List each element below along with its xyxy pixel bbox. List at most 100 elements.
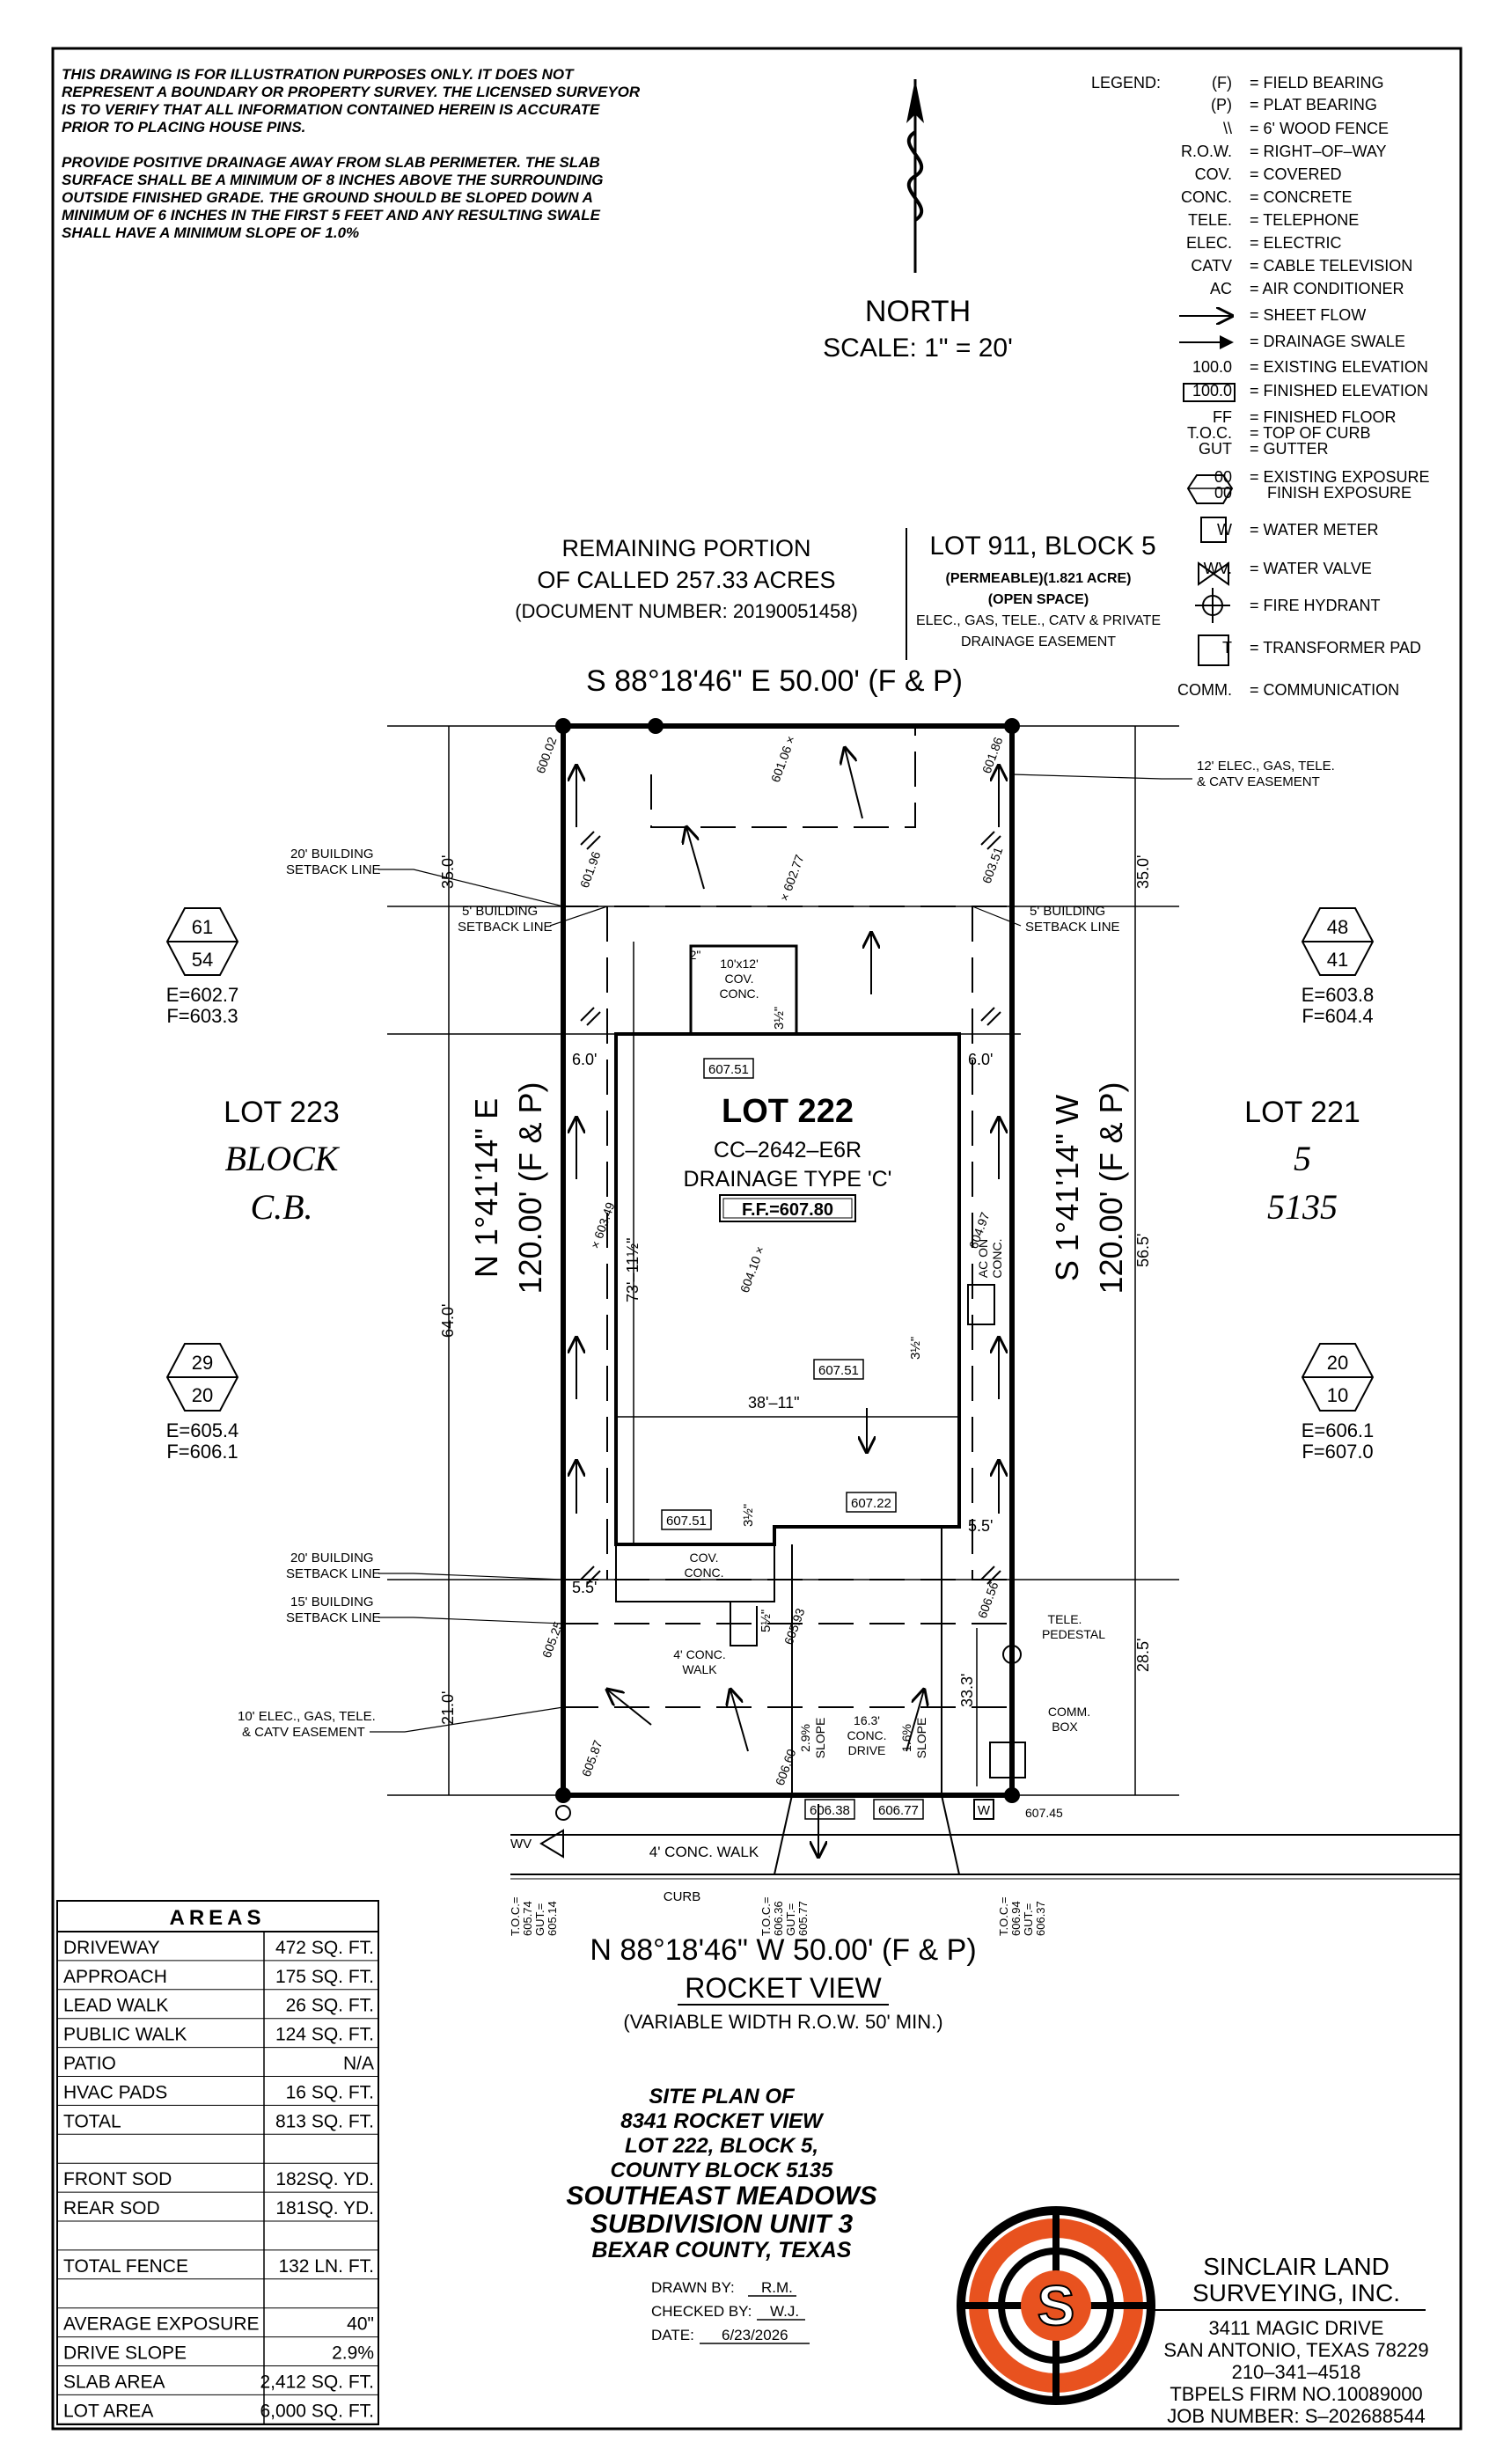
company-phone: 210–341–4518 bbox=[1232, 2361, 1361, 2383]
company-addr: SAN ANTONIO, TEXAS 78229 bbox=[1163, 2339, 1428, 2361]
pin-marker bbox=[1004, 1787, 1020, 1803]
elevation: 604.10 × bbox=[737, 1244, 767, 1294]
covbot-label: CONC. bbox=[684, 1566, 723, 1580]
fe-value: 606.77 bbox=[878, 1803, 919, 1818]
fe-box bbox=[846, 1492, 897, 1513]
remaining-line: OF CALLED 257.33 ACRES bbox=[537, 567, 835, 593]
legend-symbol: CATV bbox=[1191, 257, 1232, 275]
drive-label: 16.3' bbox=[854, 1713, 880, 1727]
ac-pad bbox=[967, 1284, 995, 1325]
legend-symbol: COMM. bbox=[1177, 681, 1232, 699]
elevation: × 602.77 bbox=[777, 853, 807, 903]
company-name: SURVEYING, INC. bbox=[1192, 2279, 1400, 2306]
fence-hash bbox=[580, 831, 601, 850]
legend-description: = ELECTRIC bbox=[1250, 234, 1342, 252]
toc-text: 605.77 bbox=[796, 1901, 810, 1936]
easement-10-label: & CATV EASEMENT bbox=[242, 1725, 365, 1740]
street-block: N 88°18'46" W 50.00' (F & P) ROCKET VIEW… bbox=[590, 1933, 976, 2033]
drive-label: DRIVE bbox=[848, 1743, 886, 1757]
areas-label: APPROACH bbox=[63, 1967, 167, 1987]
dim-5-5-left: 5.5' bbox=[572, 1579, 597, 1596]
areas-label: FRONT SOD bbox=[63, 2169, 172, 2189]
ff-box-inner bbox=[722, 1198, 853, 1219]
areas-label: PATIO bbox=[63, 2054, 116, 2074]
title-line: SITE PLAN OF bbox=[649, 2085, 796, 2108]
areas-label: REAR SOD bbox=[63, 2198, 160, 2218]
areas-label: AVERAGE EXPOSURE bbox=[63, 2314, 260, 2335]
fence-hash bbox=[980, 1007, 1001, 1026]
legend-description: = TELEPHONE bbox=[1250, 211, 1359, 229]
dim-35-left: 35.0' bbox=[439, 855, 457, 889]
legend-description: = WATER VALVE bbox=[1250, 560, 1372, 577]
fence-hash bbox=[980, 831, 1001, 850]
areas-label: DRIVEWAY bbox=[63, 1938, 160, 1958]
legend-description: = FIELD BEARING bbox=[1250, 74, 1384, 92]
company-info: SINCLAIR LAND SURVEYING, INC. 3411 MAGIC… bbox=[1153, 2253, 1429, 2427]
legend-symbol: T bbox=[1222, 639, 1232, 656]
exposure-f: F=604.4 bbox=[1302, 1005, 1373, 1027]
legend-description: = GUTTER bbox=[1250, 440, 1329, 458]
covered-patio bbox=[689, 944, 798, 1036]
slope1-label: 2.9% bbox=[798, 1724, 812, 1752]
dim-35-right: 35.0' bbox=[1134, 855, 1152, 889]
areas-value: 124 SQ. FT. bbox=[275, 2025, 374, 2045]
fence-hash bbox=[580, 1007, 601, 1026]
elevation: 606.60 bbox=[773, 1747, 799, 1787]
legend-symbol: CONC. bbox=[1181, 188, 1232, 206]
elevation: 606.56 bbox=[975, 1580, 1001, 1620]
toc-labels: T.O.C.= 605.74 GUT.= 605.14 T.O.C.= 606.… bbox=[509, 1897, 1047, 1936]
company-logo: S bbox=[957, 2206, 1155, 2405]
areas-value: 2,412 SQ. FT. bbox=[260, 2372, 374, 2392]
lot223-cb: C.B. bbox=[250, 1187, 312, 1227]
transformer-pad-symbol bbox=[1198, 634, 1229, 666]
title-line: 8341 ROCKET VIEW bbox=[620, 2109, 825, 2133]
drawn-info: DRAWN BY: R.M. CHECKED BY: W.J. DATE: 6/… bbox=[651, 2279, 810, 2344]
legend-symbol: (P) bbox=[1211, 96, 1232, 114]
toc-text: T.O.C.= bbox=[997, 1897, 1010, 1936]
leader-line bbox=[378, 869, 564, 907]
areas-label: TOTAL FENCE bbox=[63, 2256, 188, 2277]
walk4-label: WALK bbox=[682, 1662, 717, 1676]
drive-label: CONC. bbox=[847, 1728, 886, 1742]
legend-description: = TRANSFORMER PAD bbox=[1250, 639, 1421, 656]
north-arrow: NORTH SCALE: 1" = 20' bbox=[823, 79, 1013, 363]
dim-3-5-c: 3½" bbox=[741, 1504, 756, 1527]
fence-marks bbox=[580, 831, 1001, 1585]
elevation: 601.86 bbox=[979, 735, 1006, 775]
exposure-f: F=603.3 bbox=[166, 1005, 238, 1027]
sheet-border bbox=[51, 47, 1463, 2431]
legend-description: = FIRE HYDRANT bbox=[1250, 597, 1381, 614]
areas-value: N/A bbox=[343, 2054, 374, 2074]
legend: LEGEND: (F)= FIELD BEARING(P)= PLAT BEAR… bbox=[1091, 74, 1430, 699]
fe-value: 607.51 bbox=[666, 1514, 707, 1529]
slope2-label: SLOPE bbox=[914, 1718, 928, 1759]
leader-line bbox=[370, 1706, 564, 1733]
slope2-label: 1.6% bbox=[899, 1724, 913, 1752]
adjacent-lot223: LOT 223 BLOCK C.B. bbox=[224, 1096, 341, 1227]
company-firm: TBPELS FIRM NO.10089000 bbox=[1170, 2383, 1422, 2405]
areas-value: 16 SQ. FT. bbox=[286, 2082, 374, 2102]
drawn-label: DRAWN BY: bbox=[651, 2279, 735, 2296]
bearing-west-a: N 1°41'14" E bbox=[468, 1098, 504, 1278]
logo-center bbox=[1021, 2270, 1091, 2341]
exposure-bottom: 41 bbox=[1327, 949, 1348, 971]
legend-title: LEGEND: bbox=[1091, 74, 1161, 92]
fence-hash bbox=[980, 1566, 1001, 1585]
feature-labels: 10'x12' COV. CONC. COV. CONC. 4' CONC. W… bbox=[673, 948, 1105, 1758]
covbot-label: COV. bbox=[690, 1551, 719, 1565]
checked-label: CHECKED BY: bbox=[651, 2303, 752, 2320]
acpad-label: AC ON bbox=[976, 1239, 990, 1278]
legend-symbol: WV. bbox=[1204, 560, 1232, 577]
dim-3-5-a: 3½" bbox=[772, 1007, 787, 1030]
lot223-block: BLOCK bbox=[225, 1139, 341, 1178]
lot221-title: LOT 221 bbox=[1244, 1096, 1360, 1129]
exposure-bottom: 10 bbox=[1327, 1384, 1348, 1406]
comm-label: COMM. bbox=[1048, 1705, 1090, 1719]
elevation: 601.96 bbox=[577, 849, 604, 890]
fe-value: 606.38 bbox=[810, 1803, 850, 1818]
elevation: 607.45 bbox=[1025, 1806, 1063, 1820]
flow-arrow bbox=[730, 1690, 749, 1752]
tele-pedestal bbox=[1002, 1645, 1022, 1664]
toc-text: GUT.= bbox=[784, 1903, 797, 1936]
exposure-top: 20 bbox=[1327, 1352, 1348, 1374]
